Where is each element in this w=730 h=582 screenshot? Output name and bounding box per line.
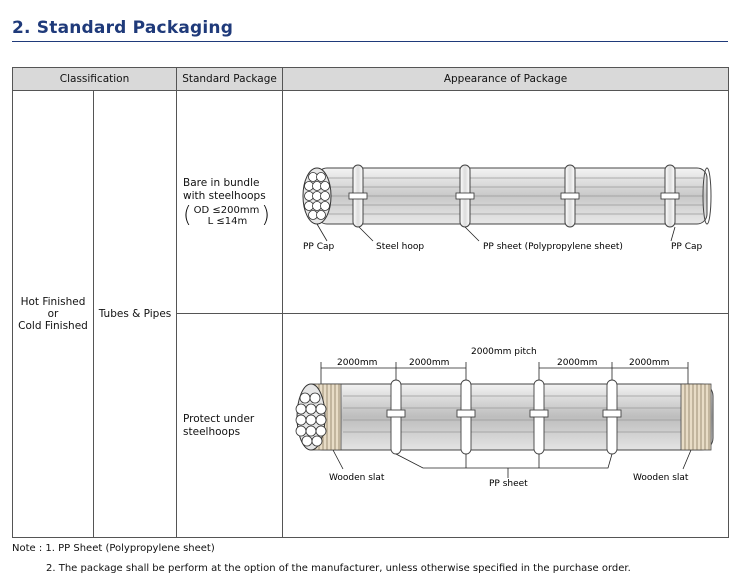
finish-line-3: Cold Finished	[18, 320, 88, 332]
header-classification: Classification	[11, 67, 178, 91]
note-prefix: Note :	[12, 543, 46, 554]
label-dim-2: 2000mm	[409, 358, 449, 368]
finish-line-2: or	[47, 308, 59, 320]
package-cell-bundle: Bare in bundle with steelhoops ( OD ≤200…	[176, 90, 284, 314]
spec-od: OD ≤200mm	[193, 205, 260, 216]
label-dim-1: 2000mm	[337, 358, 377, 368]
title-divider	[12, 41, 728, 42]
table-row: Hot Finished or Cold Finished Tubes & Pi…	[12, 90, 730, 538]
left-paren: (	[183, 203, 192, 228]
package-line: with steelhoops	[183, 190, 266, 202]
label-dim-4: 2000mm	[629, 358, 669, 368]
table-header-row: Classification Standard Package Appearan…	[11, 67, 730, 91]
label-pp-sheet: PP sheet	[489, 479, 528, 489]
steel-hoop-icon	[348, 164, 368, 228]
package-line: Protect under	[183, 412, 255, 425]
protected-bundle-body	[310, 383, 714, 451]
note-line-1: Note : 1. PP Sheet (Polypropylene sheet)	[12, 543, 215, 554]
package-cell-protected: Protect under steelhoops	[176, 313, 284, 538]
note-line-2: 2. The package shall be perform at the o…	[46, 563, 631, 574]
label-wooden-slat-right: Wooden slat	[633, 473, 689, 483]
finish-line-1: Hot Finished	[20, 296, 86, 308]
steel-hoop-icon	[660, 164, 680, 228]
label-pp-cap-right: PP Cap	[671, 242, 703, 252]
label-pitch: 2000mm pitch	[471, 347, 537, 357]
header-appearance: Appearance of Package	[282, 67, 730, 91]
spec-length: L ≤14m	[207, 216, 248, 227]
header-standard-package: Standard Package	[176, 67, 284, 91]
wooden-slat-right	[680, 383, 712, 451]
label-steel-hoop: Steel hoop	[376, 242, 424, 252]
appearance-cell-protected: 2000mm pitch 2000mm 2000mm 2000mm 2000mm	[282, 313, 730, 538]
bundle-illustration: PP Cap Steel hoop PP sheet (Polypropylen…	[302, 164, 712, 252]
label-dim-3: 2000mm	[557, 358, 597, 368]
label-wooden-slat-left: Wooden slat	[329, 473, 385, 483]
classification-product-cell: Tubes & Pipes	[92, 90, 178, 538]
note-item-1: 1. PP Sheet (Polypropylene sheet)	[45, 543, 215, 554]
classification-finish-cell: Hot Finished or Cold Finished	[12, 90, 94, 538]
label-pp-sheet: PP sheet (Polypropylene sheet)	[483, 242, 623, 252]
pp-cap-icon	[304, 172, 330, 220]
packaging-table: Classification Standard Package Appearan…	[11, 67, 730, 538]
label-pp-cap-left: PP Cap	[303, 242, 335, 252]
size-spec: ( OD ≤200mm L ≤14m )	[183, 203, 282, 228]
appearance-cell-bundle: PP Cap Steel hoop PP sheet (Polypropylen…	[282, 90, 730, 314]
right-paren: )	[261, 203, 270, 228]
package-line: steelhoops	[183, 425, 241, 438]
steel-hoop-icon	[560, 164, 580, 228]
protected-illustration: 2000mm pitch 2000mm 2000mm 2000mm 2000mm	[295, 347, 714, 489]
page-title: 2. Standard Packaging	[12, 18, 234, 38]
table-row: Protect under steelhoops 2000mm pitch	[13, 313, 730, 538]
tube-ends-icon	[295, 392, 327, 447]
package-line: Bare in bundle	[183, 177, 260, 189]
